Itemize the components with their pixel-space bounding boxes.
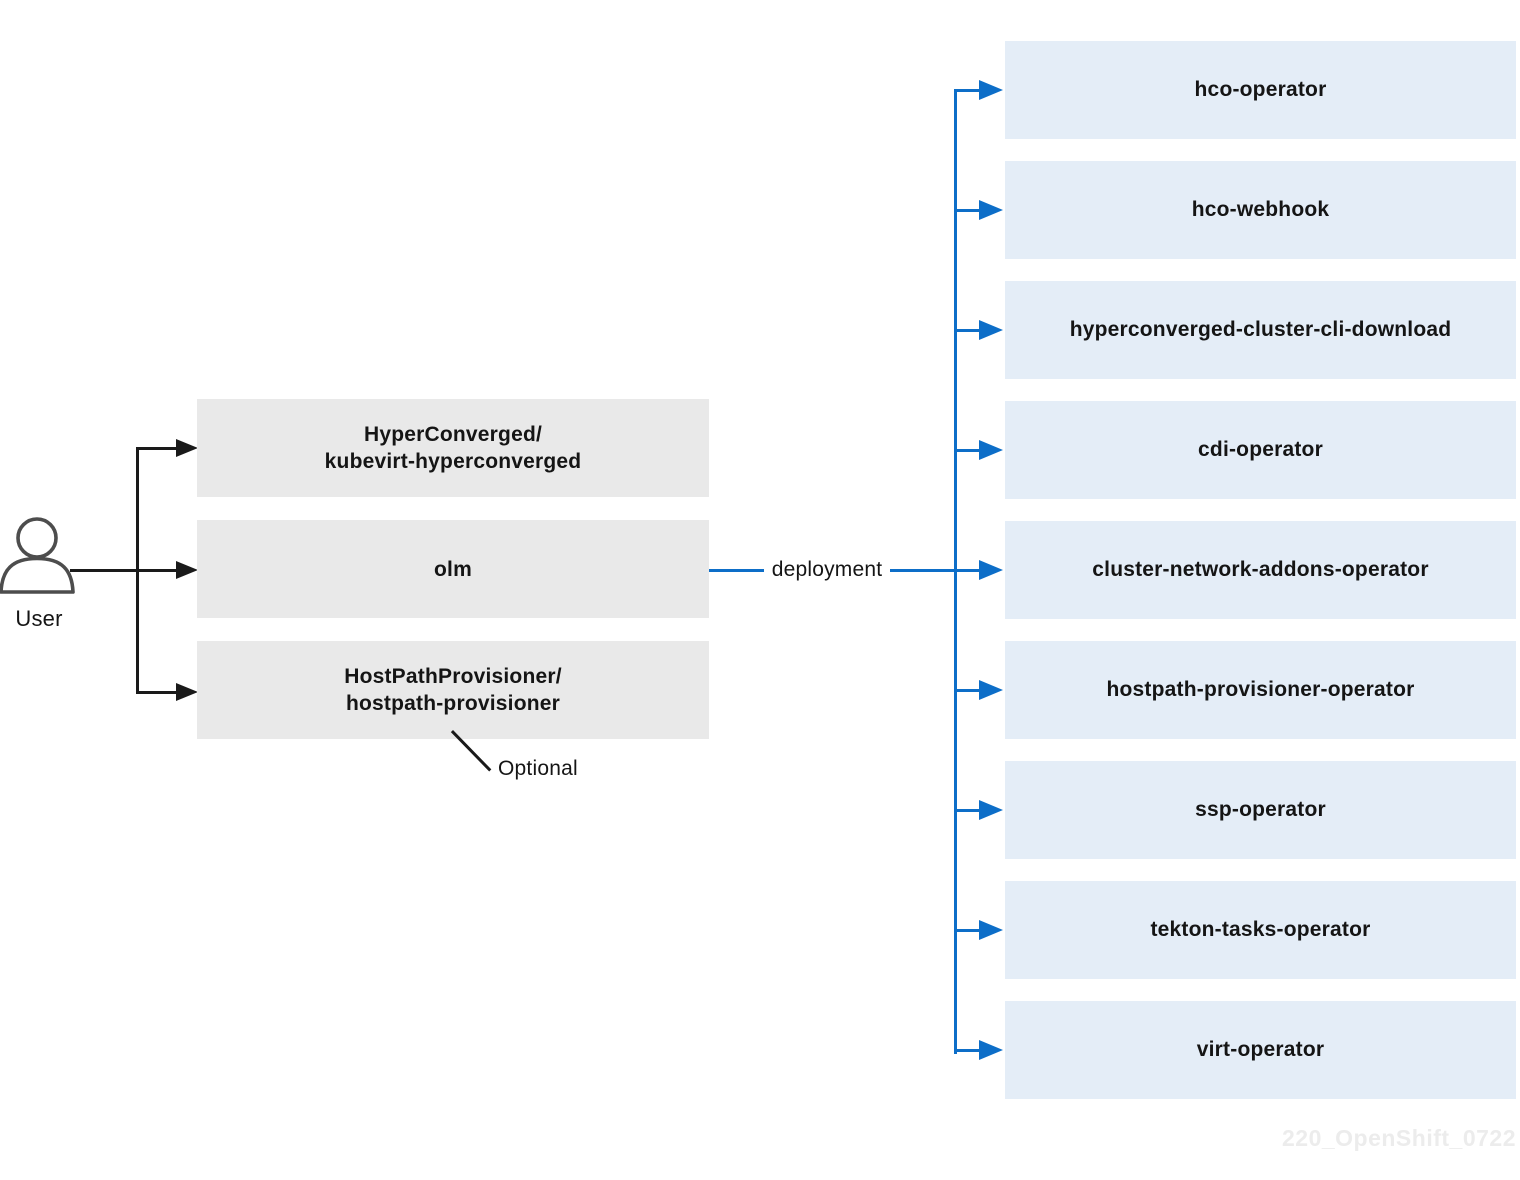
branch-line-virt-operator (954, 1048, 981, 1052)
arrowhead-hco-webhook (979, 200, 1003, 220)
box-cluster-network-addons-operator: cluster-network-addons-operator (1005, 521, 1516, 619)
connector-user-to-olm (70, 568, 178, 572)
box-cdi-operator: cdi-operator (1005, 401, 1516, 499)
box-hco-webhook: hco-webhook (1005, 161, 1516, 259)
box-hostpath-provisioner-cr: HostPathProvisioner/ hostpath-provisione… (197, 641, 709, 739)
arrowhead-to-hyperconverged (176, 439, 198, 457)
arrowhead-hostpath-provisioner-operator (979, 680, 1003, 700)
branch-line-ssp-operator (954, 808, 981, 812)
branch-line-cluster-network-addons (954, 568, 981, 572)
branch-line-hostpath-provisioner-operator (954, 688, 981, 692)
branch-line-cdi-operator (954, 448, 981, 452)
user-label: User (15, 606, 63, 631)
branch-line-hco-operator (954, 88, 981, 92)
branch-line-cli-download (954, 328, 981, 332)
arrowhead-cluster-network-addons (979, 560, 1003, 580)
arrowhead-to-olm (176, 561, 198, 579)
arrowhead-cli-download (979, 320, 1003, 340)
box-ssp-operator: ssp-operator (1005, 761, 1516, 859)
arrowhead-hco-operator (979, 80, 1003, 100)
arrowhead-ssp-operator (979, 800, 1003, 820)
watermark-label: 220_OpenShift_0722 (1281, 1125, 1516, 1151)
arrowhead-to-hostpathprovisioner (176, 683, 198, 701)
box-hyperconverged-cluster-cli-download: hyperconverged-cluster-cli-download (1005, 281, 1516, 379)
arrowhead-virt-operator (979, 1040, 1003, 1060)
box-olm: olm (197, 520, 709, 618)
deployment-line-right (890, 568, 956, 572)
branch-line-tekton-tasks-operator (954, 928, 981, 932)
connector-branch-top (137, 446, 178, 450)
connector-branch-vertical (136, 446, 139, 694)
user-icon (0, 517, 75, 594)
optional-label: Optional (498, 757, 578, 780)
deployment-label: deployment (771, 558, 883, 581)
connector-branch-bottom (137, 690, 178, 694)
box-virt-operator: virt-operator (1005, 1001, 1516, 1099)
deployment-line-left (709, 568, 764, 572)
box-hco-operator: hco-operator (1005, 41, 1516, 139)
box-tekton-tasks-operator: tekton-tasks-operator (1005, 881, 1516, 979)
box-hyperconverged-cr: HyperConverged/ kubevirt-hyperconverged (197, 399, 709, 497)
arrowhead-tekton-tasks-operator (979, 920, 1003, 940)
arrowhead-cdi-operator (979, 440, 1003, 460)
box-hostpath-provisioner-operator: hostpath-provisioner-operator (1005, 641, 1516, 739)
branch-line-hco-webhook (954, 208, 981, 212)
